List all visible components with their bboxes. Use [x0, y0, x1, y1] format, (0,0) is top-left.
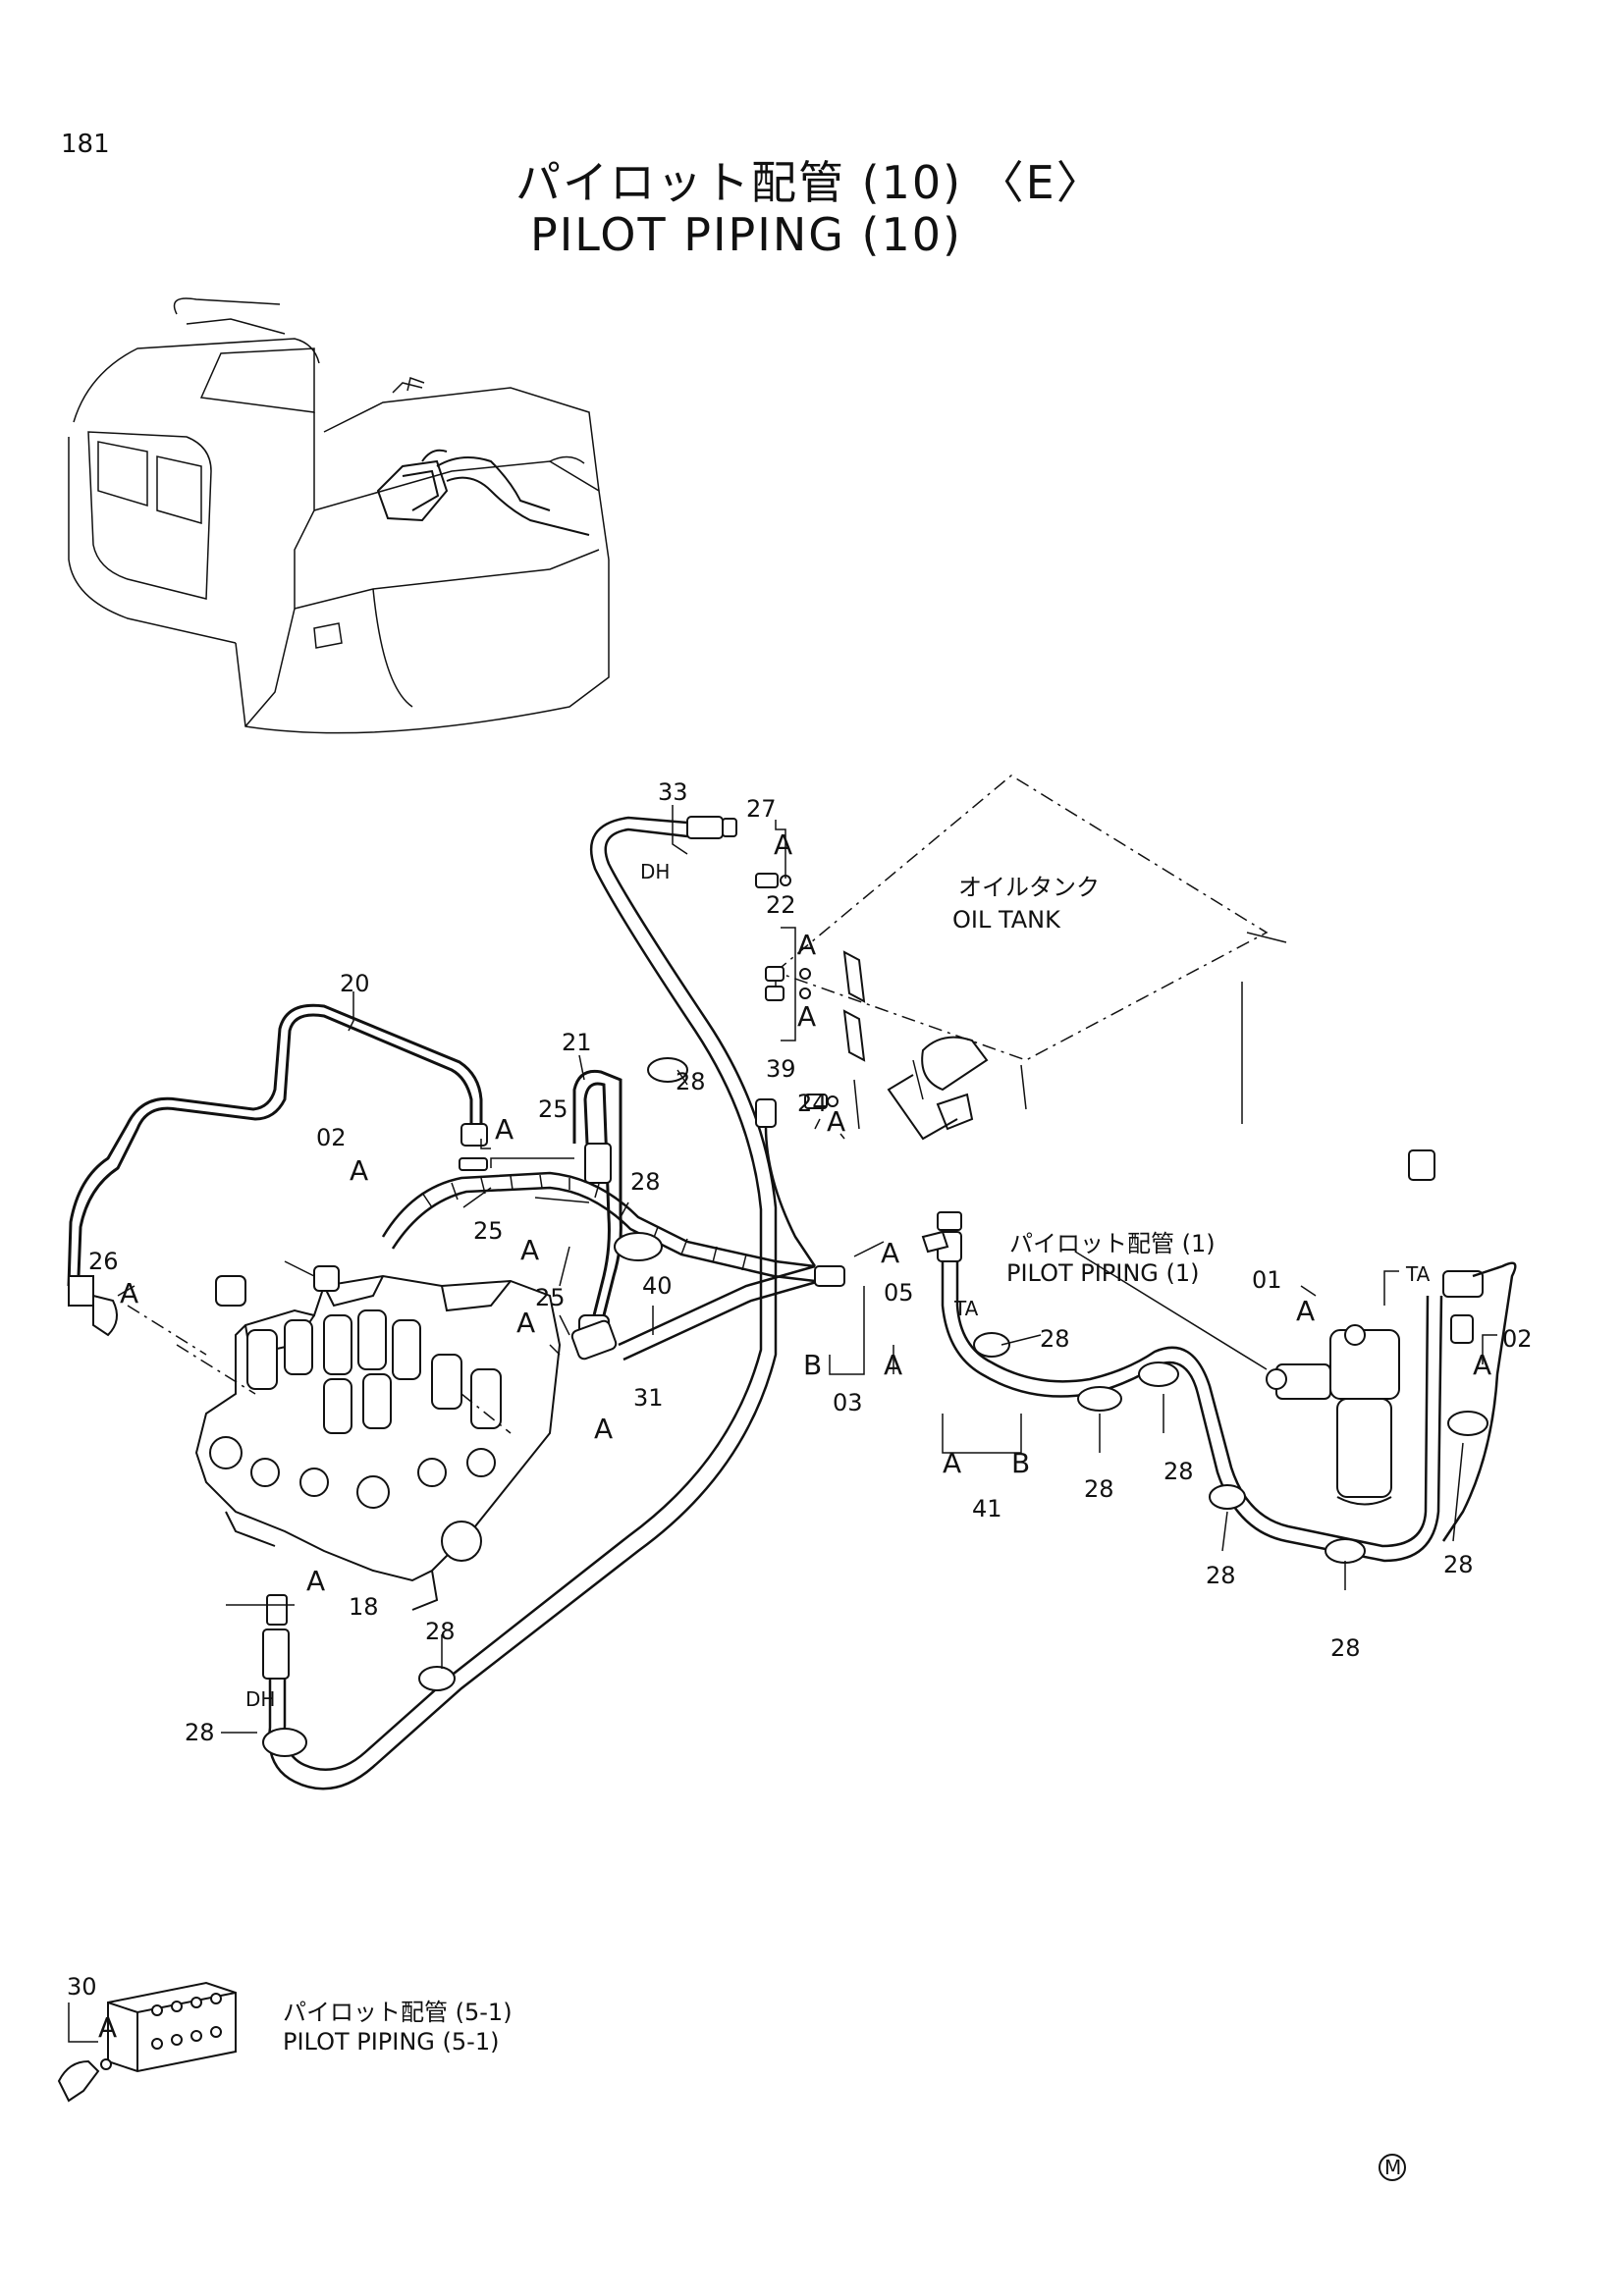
label-part-24: 24: [797, 1090, 828, 1117]
label-part-25-b: 25: [473, 1217, 504, 1245]
clamp-group: [262, 1057, 1488, 1757]
port-a-13: A: [943, 1447, 961, 1479]
label-part-41: 41: [972, 1495, 1002, 1522]
label-part-26: 26: [88, 1248, 119, 1275]
leader-dash-1: [176, 1344, 256, 1395]
label-part-28-i: 28: [425, 1618, 456, 1645]
label-part-28-g: 28: [1443, 1551, 1474, 1578]
label-part-22: 22: [766, 891, 796, 919]
label-part-28-b: 28: [630, 1168, 661, 1196]
port-a-16: A: [306, 1565, 325, 1597]
page-title-en: PILOT PIPING (10): [530, 208, 962, 261]
label-part-30: 30: [67, 1973, 97, 2001]
label-part-01: 01: [1252, 1266, 1282, 1294]
label-part-28-a: 28: [676, 1068, 706, 1095]
control-valve: [194, 1265, 562, 1611]
port-a-5: A: [350, 1154, 368, 1187]
label-part-28-h: 28: [1330, 1634, 1361, 1662]
port-a-4: A: [495, 1113, 514, 1146]
port-a-12: A: [884, 1349, 902, 1381]
ref-pilot-piping-1-jp: パイロット配管 (1): [1009, 1230, 1216, 1257]
drain-hose-dh: [262, 816, 778, 1790]
pilot-block-5-1: [57, 1981, 237, 2103]
port-a-2: A: [797, 929, 816, 961]
fittings-top: [755, 873, 949, 1267]
port-dh-bottom: DH: [245, 1687, 275, 1711]
label-part-02-a: 02: [316, 1124, 347, 1151]
port-b-1: B: [803, 1349, 822, 1381]
leader-dash-2: [127, 1305, 207, 1356]
oil-tank: [774, 774, 1287, 1124]
page-number: 181: [61, 130, 110, 159]
port-a-7: A: [120, 1277, 138, 1309]
port-a-8: A: [516, 1307, 535, 1339]
label-part-03: 03: [833, 1389, 863, 1416]
page-title-jp: パイロット配管 (10) 〈E〉: [515, 156, 1104, 209]
label-part-27: 27: [746, 795, 777, 823]
label-part-28-d: 28: [1163, 1458, 1194, 1485]
port-a-10: A: [827, 1105, 845, 1138]
port-a-15: A: [1473, 1349, 1491, 1381]
port-dh-top: DH: [640, 860, 670, 883]
label-part-28-e: 28: [1084, 1475, 1114, 1503]
excavator-overview-illustration: [68, 297, 610, 734]
oil-tank-label-jp: オイルタンク: [958, 874, 1100, 901]
suction-pipe: [887, 1036, 989, 1141]
pilot-filter: [1266, 1149, 1517, 1542]
port-a-14: A: [1296, 1295, 1315, 1327]
port-a-17: A: [98, 2011, 117, 2044]
label-part-25-c: 25: [535, 1284, 566, 1311]
callout-leaders: [68, 805, 1497, 2043]
ref-pilot-piping-5-1-jp: パイロット配管 (5-1): [283, 1999, 513, 2026]
overview-valve-block: [376, 449, 590, 536]
mounting-bracket: [842, 950, 866, 1130]
label-part-21: 21: [562, 1029, 592, 1056]
pilot-pipe-21: [572, 1069, 622, 1342]
label-part-31: 31: [633, 1384, 664, 1412]
spiral-wrapped-hose: [381, 1171, 816, 1283]
port-ta-1: TA: [953, 1297, 979, 1320]
label-part-20: 20: [340, 970, 370, 997]
port-b-2: B: [1011, 1447, 1030, 1479]
port-a-6: A: [520, 1234, 539, 1266]
label-part-05: 05: [884, 1279, 914, 1307]
port-ta-2: TA: [1405, 1262, 1431, 1286]
label-part-40: 40: [642, 1272, 673, 1300]
port-a-11: A: [881, 1237, 899, 1269]
port-a-1: A: [774, 828, 792, 861]
hose-40: [570, 1264, 845, 1362]
port-a-9: A: [594, 1413, 613, 1445]
label-part-02-b: 02: [1502, 1325, 1533, 1353]
label-part-28-j: 28: [185, 1719, 215, 1746]
ref-pilot-piping-5-1-en: PILOT PIPING (5-1): [283, 2028, 499, 2056]
m-mark-letter: M: [1384, 2156, 1401, 2179]
label-part-18: 18: [349, 1593, 379, 1621]
label-part-33: 33: [658, 778, 688, 806]
ref-pilot-piping-1-en: PILOT PIPING (1): [1006, 1259, 1200, 1287]
port-a-3: A: [797, 1000, 816, 1033]
label-part-39: 39: [766, 1055, 796, 1083]
m-mark-symbol: M: [1379, 2154, 1406, 2181]
oil-tank-label-en: OIL TANK: [952, 906, 1061, 934]
label-part-28-f: 28: [1206, 1562, 1236, 1589]
label-part-25-a: 25: [538, 1095, 568, 1123]
leader-dash-3: [460, 1393, 512, 1434]
label-part-28-c: 28: [1040, 1325, 1070, 1353]
